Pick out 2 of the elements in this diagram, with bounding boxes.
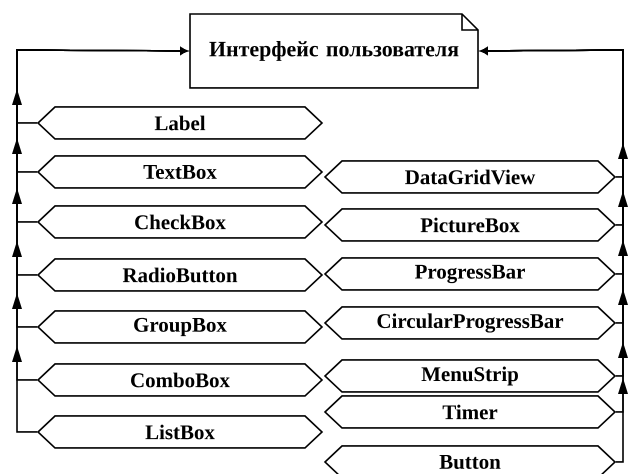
arrow [16, 47, 188, 433]
document-box: Интерфейс пользователя [189, 13, 479, 89]
